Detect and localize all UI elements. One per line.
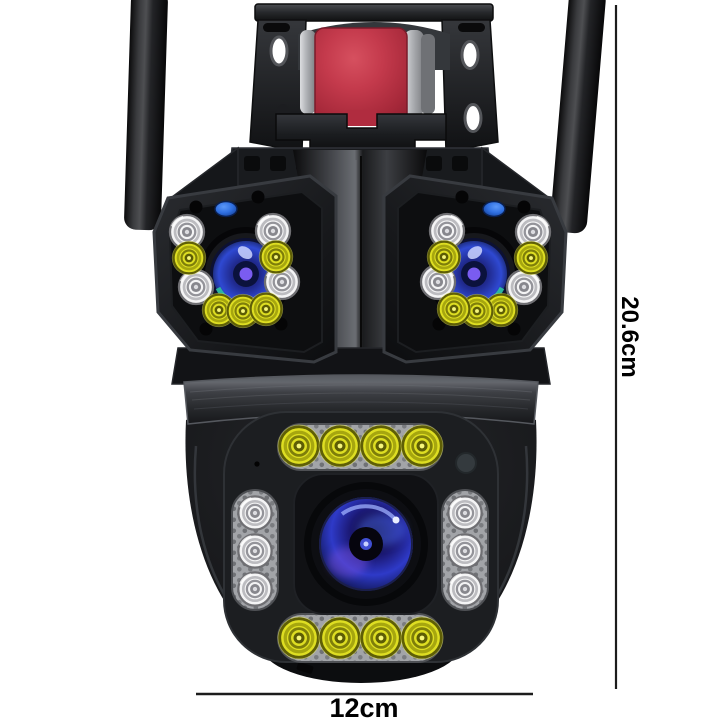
led-yellow	[275, 614, 323, 662]
vent-slot	[270, 156, 286, 171]
height-dimension: 20.6cm	[614, 5, 643, 689]
camera-module-left	[154, 176, 336, 362]
led-white	[237, 532, 273, 570]
led-yellow	[275, 422, 323, 470]
led-yellow	[398, 614, 446, 662]
bracket-clamp-silver	[300, 30, 316, 114]
vent-slot	[452, 156, 468, 171]
vent-slot	[244, 156, 260, 171]
mounting-bracket	[249, 3, 499, 155]
mounting-hole	[269, 35, 289, 67]
bracket-clamp-silver	[421, 34, 435, 114]
light-sensor	[455, 452, 477, 474]
led-yellow	[357, 614, 405, 662]
led-yellow	[357, 422, 405, 470]
bracket-top-bar	[254, 3, 494, 22]
led-yellow	[398, 422, 446, 470]
red-back-panel-notch	[347, 110, 377, 126]
red-back-panel	[314, 27, 408, 125]
led-white	[237, 495, 273, 532]
mounting-hole	[460, 40, 480, 70]
camera-module-right	[384, 176, 566, 362]
led-yellow	[316, 614, 364, 662]
width-dimension: 12cm	[196, 692, 533, 720]
bracket-slot	[263, 23, 290, 32]
mic-pinhole	[254, 461, 260, 467]
led-white	[447, 495, 483, 532]
bracket-clamp-silver	[404, 30, 424, 116]
bracket-clamp-bar	[275, 113, 447, 155]
led-white	[447, 532, 483, 570]
led-white	[447, 570, 483, 608]
bracket-slot	[458, 23, 485, 32]
vent-slot	[426, 156, 442, 171]
antenna-left	[124, 0, 168, 231]
height-dimension-label: 20.6cm	[616, 296, 643, 377]
mounting-hole	[463, 103, 483, 133]
main-lens	[304, 482, 428, 606]
antenna-right	[550, 0, 606, 234]
dome-face-panel	[223, 411, 499, 663]
led-yellow	[316, 422, 364, 470]
width-dimension-label: 12cm	[329, 693, 398, 720]
dome-bottom-tab	[296, 662, 314, 674]
led-white	[237, 570, 273, 608]
